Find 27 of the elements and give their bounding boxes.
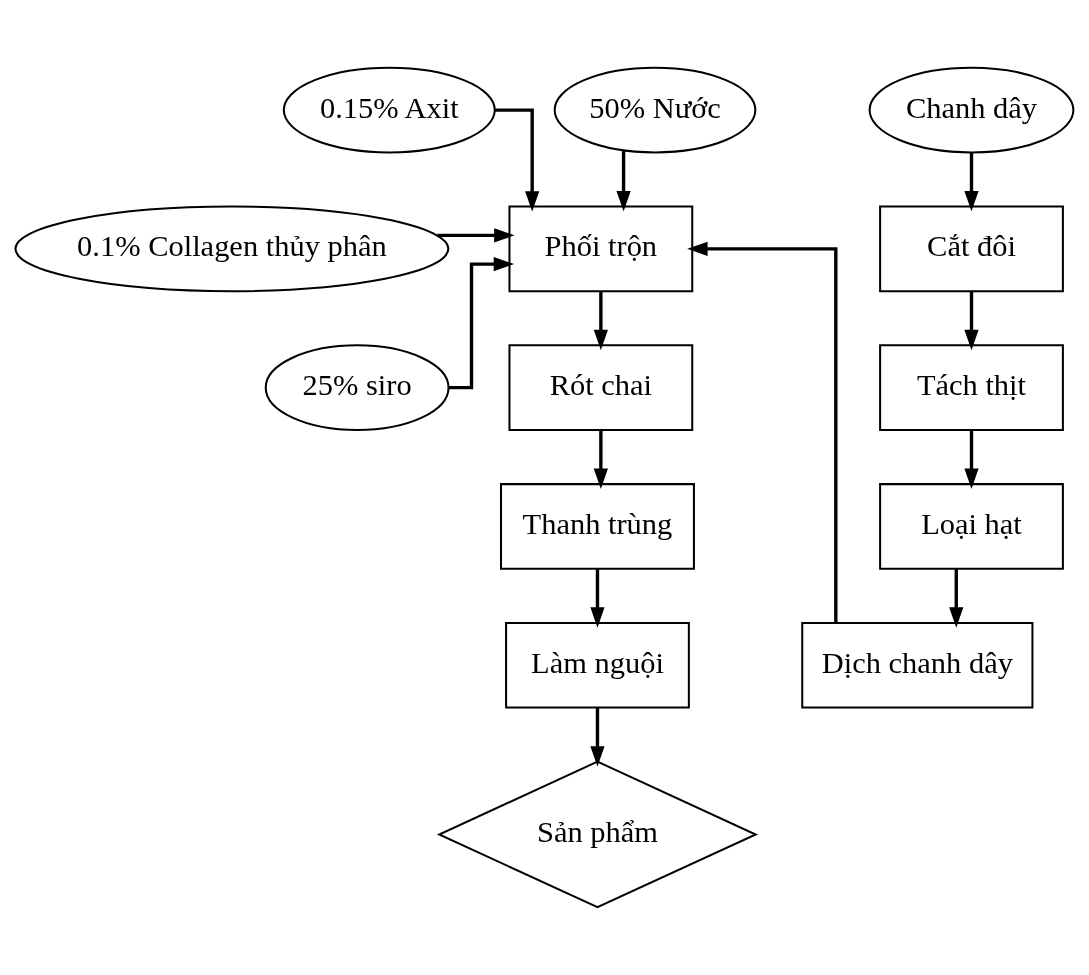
- arrow: [593, 430, 608, 489]
- node-box: Dịch chanh dây: [801, 621, 1034, 709]
- node-diamond: Sản phẩm: [436, 760, 759, 909]
- arrow: [437, 228, 515, 243]
- node-box: Loại hạt: [879, 483, 1064, 570]
- node-ellipse: 0.15% Axit: [282, 66, 496, 154]
- node-box: Cắt đôi: [879, 205, 1064, 293]
- arrow: [590, 568, 605, 628]
- node-ellipse: 0.1% Collagen thủy phân: [14, 205, 450, 293]
- node-ellipse: 25% siro: [264, 344, 450, 431]
- arrow: [593, 291, 608, 351]
- node-box: Làm nguội: [505, 621, 690, 709]
- arrow: [590, 707, 605, 767]
- node-box: Rót chai: [508, 344, 694, 431]
- arrow: [949, 568, 964, 628]
- arrow: [964, 152, 979, 212]
- node-box: Tách thịt: [879, 344, 1064, 431]
- arrow: [448, 256, 515, 390]
- arrow: [687, 241, 838, 623]
- arrow: [964, 291, 979, 351]
- arrow: [616, 150, 631, 212]
- node-box: Thanh trùng: [500, 483, 695, 570]
- arrow: [964, 430, 979, 489]
- node-box: Phối trộn: [508, 205, 694, 293]
- node-ellipse: 50% Nước: [553, 66, 757, 154]
- arrow: [494, 108, 540, 212]
- node-ellipse: Chanh dây: [868, 66, 1075, 154]
